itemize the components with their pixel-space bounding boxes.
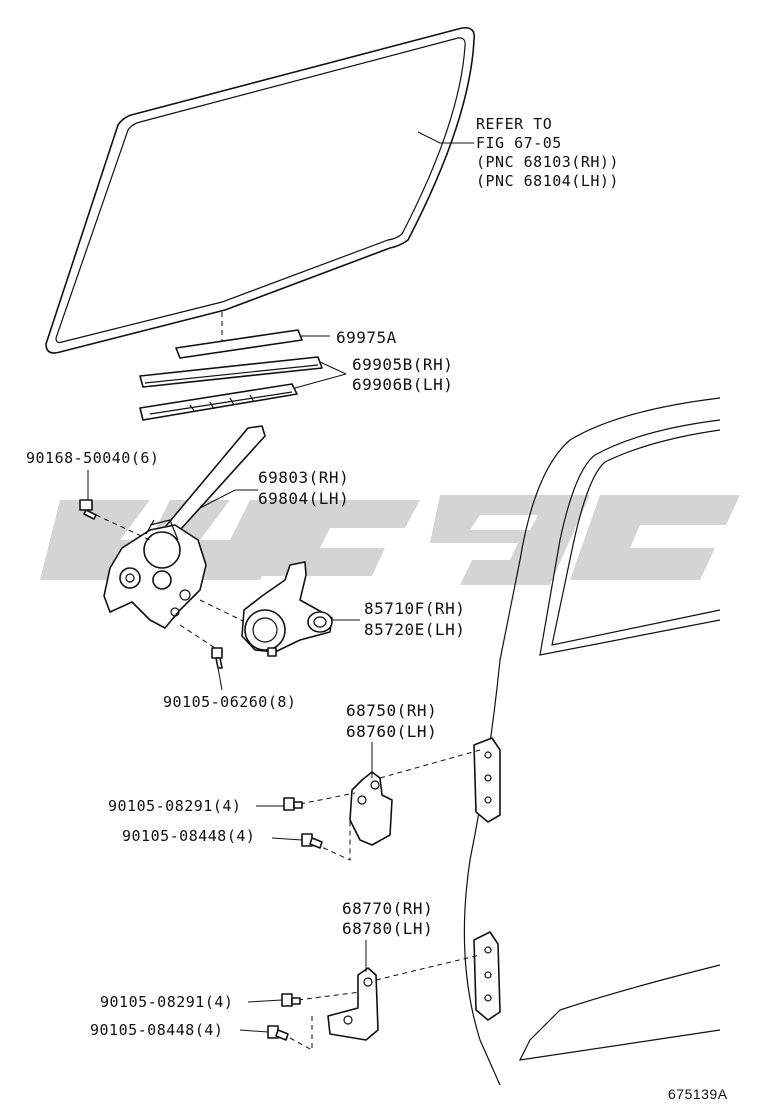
lower-hinge	[327, 931, 501, 1041]
door-glass	[45, 26, 476, 354]
window-motor	[241, 561, 333, 657]
run-channel	[175, 329, 303, 359]
label-90105-08448-upper: 90105-08448(4)	[122, 827, 256, 845]
refer-line-4: (PNC 68104(LH))	[476, 172, 619, 190]
label-90105-06260: 90105-06260(8)	[163, 693, 297, 711]
bolt-90105-06260	[211, 647, 223, 669]
label-69804: 69804(LH)	[258, 489, 350, 508]
label-85720e: 85720E(LH)	[364, 620, 466, 639]
bolt-90105-08448-lower	[267, 1025, 289, 1041]
refer-line-1: REFER TO	[476, 115, 553, 133]
upper-hinge	[349, 737, 501, 846]
label-90105-08291-lower: 90105-08291(4)	[100, 993, 234, 1011]
label-85710f: 85710F(RH)	[364, 599, 466, 618]
label-69906b: 69906B(LH)	[352, 375, 454, 394]
refer-line-3: (PNC 68103(RH))	[476, 153, 619, 171]
bolt-90105-08448-upper	[301, 833, 323, 849]
watermark-logo	[40, 495, 740, 585]
leader-lines	[87, 131, 474, 1033]
label-69803: 69803(RH)	[258, 468, 350, 487]
glass-channel-lower	[139, 383, 298, 421]
label-68760: 68760(LH)	[346, 722, 438, 741]
bolt-90105-08291-upper	[283, 797, 303, 811]
refer-line-2: FIG 67-05	[476, 134, 562, 152]
bolt-90105-08291-lower	[281, 993, 301, 1007]
label-68770: 68770(RH)	[342, 899, 434, 918]
vehicle-body	[463, 397, 721, 1086]
label-69905b: 69905B(RH)	[352, 355, 454, 374]
label-68780: 68780(LH)	[342, 919, 434, 938]
figure-id: 675139A	[668, 1086, 728, 1102]
window-regulator	[103, 425, 266, 629]
label-90168-50040: 90168-50040(6)	[26, 449, 160, 467]
bolt-90168	[79, 499, 97, 520]
glass-channel-upper	[139, 356, 323, 388]
label-90105-08448-lower: 90105-08448(4)	[90, 1021, 224, 1039]
label-68750: 68750(RH)	[346, 701, 438, 720]
label-69975a: 69975A	[336, 328, 397, 347]
label-90105-08291-upper: 90105-08291(4)	[108, 797, 242, 815]
